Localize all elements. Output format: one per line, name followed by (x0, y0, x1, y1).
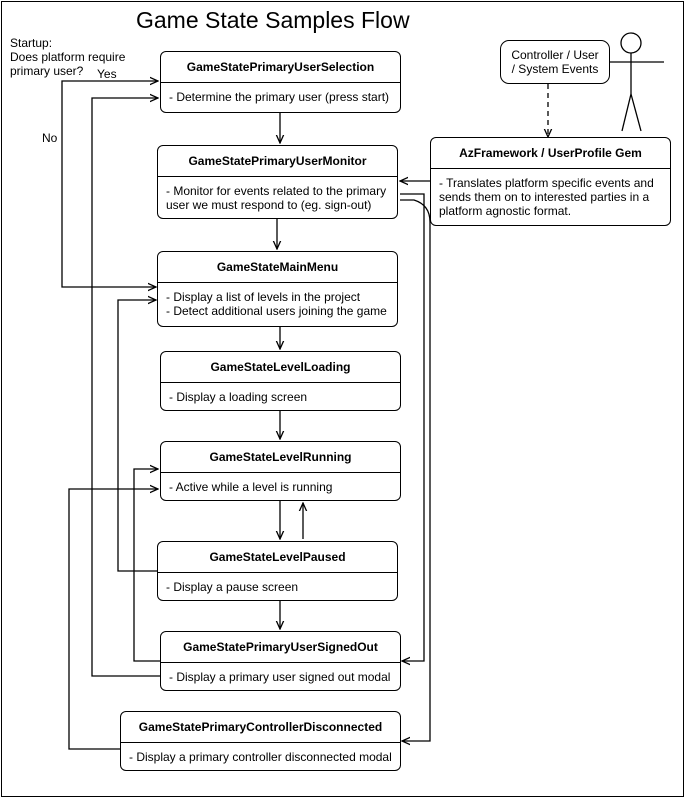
state-title: GameStatePrimaryUserSelection (161, 52, 400, 83)
state-body: - Display a pause screen (158, 573, 397, 594)
state-body: - Active while a level is running (161, 473, 400, 494)
state-title: GameStateLevelRunning (161, 442, 400, 473)
arrow-paused-to-mainmenu (117, 300, 158, 572)
actor-icon (601, 32, 664, 132)
startup-question: Startup: Does platform require primary u… (10, 36, 125, 78)
arrow-monitor-to-signedout (400, 193, 425, 661)
state-body: - Monitor for events related to the prim… (158, 177, 397, 212)
state-body: - Display a primary controller disconnec… (121, 743, 400, 764)
state-line: user we must respond to (eg. sign-out) (166, 198, 372, 212)
arrow-signedout-to-running (133, 469, 160, 662)
state-primary-user-signed-out: GameStatePrimaryUserSignedOut - Display … (160, 631, 401, 691)
state-line: - Display a list of levels in the projec… (166, 290, 361, 304)
startup-question-line: Startup: (10, 36, 53, 50)
state-primary-user-selection: GameStatePrimaryUserSelection - Determin… (160, 51, 401, 113)
events-box: Controller / User / System Events (500, 40, 610, 84)
arrow-startup-no (61, 96, 156, 287)
gem-line: sends them on to interested parties in a (439, 190, 650, 204)
state-line: - Display a pause screen (166, 580, 299, 594)
page-title: Game State Samples Flow (136, 7, 410, 33)
state-body: - Determine the primary user (press star… (161, 83, 400, 104)
state-line: - Monitor for events related to the prim… (166, 184, 387, 198)
arrow-disconnected-to-running (68, 489, 158, 750)
arrow-signedout-to-selection (91, 98, 160, 677)
state-primary-user-monitor: GameStatePrimaryUserMonitor - Monitor fo… (157, 145, 398, 219)
state-body: - Display a list of levels in the projec… (158, 283, 397, 318)
state-line: - Display a loading screen (169, 390, 308, 404)
state-line: - Display a primary user signed out moda… (169, 670, 391, 684)
gem-body: - Translates platform specific events an… (431, 169, 670, 218)
state-line: - Display a primary controller disconnec… (129, 750, 392, 764)
gem-line: platform agnostic format. (439, 204, 572, 218)
gem-node: AzFramework / UserProfile Gem - Translat… (430, 137, 671, 226)
events-box-line: Controller / User (511, 48, 599, 62)
events-box-line: / System Events (511, 62, 599, 76)
gem-line: - Translates platform specific events an… (439, 176, 654, 190)
state-body: - Display a loading screen (161, 383, 400, 404)
state-level-paused: GameStateLevelPaused - Display a pause s… (157, 541, 398, 601)
yes-label: Yes (97, 67, 117, 81)
state-title: GameStatePrimaryControllerDisconnected (121, 712, 400, 743)
startup-question-line: primary user? (10, 64, 84, 78)
arrow-startup-yes (61, 81, 158, 96)
state-level-running: GameStateLevelRunning - Active while a l… (160, 441, 401, 501)
state-primary-controller-disconnected: GameStatePrimaryControllerDisconnected -… (120, 711, 401, 771)
state-line: - Determine the primary user (press star… (169, 90, 390, 104)
state-line: - Active while a level is running (169, 480, 333, 494)
startup-question-line: Does platform require (10, 50, 126, 64)
state-level-loading: GameStateLevelLoading - Display a loadin… (160, 351, 401, 411)
state-main-menu: GameStateMainMenu - Display a list of le… (157, 251, 398, 327)
state-line: - Detect additional users joining the ga… (166, 304, 387, 318)
state-title: GameStateMainMenu (158, 252, 397, 283)
no-label: No (42, 131, 58, 145)
gem-title: AzFramework / UserProfile Gem (431, 138, 670, 169)
state-title: GameStatePrimaryUserMonitor (158, 146, 397, 177)
state-title: GameStatePrimaryUserSignedOut (161, 632, 400, 663)
state-body: - Display a primary user signed out moda… (161, 663, 400, 684)
state-title: GameStateLevelLoading (161, 352, 400, 383)
arrow-monitor-to-disconnected (400, 199, 431, 741)
state-title: GameStateLevelPaused (158, 542, 397, 573)
